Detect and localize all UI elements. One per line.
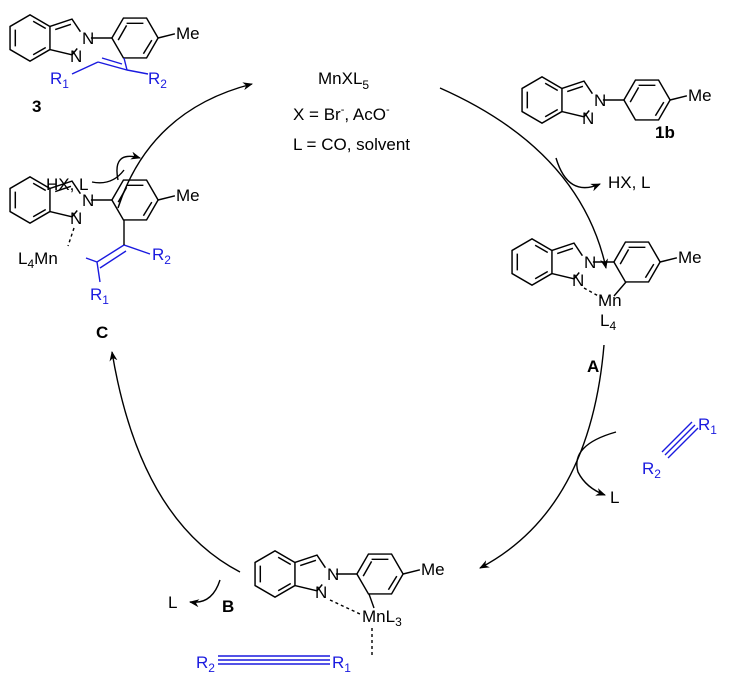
intermediate-A: N N Me Mn L4 A	[511, 238, 702, 376]
ligand-l4: L4	[600, 311, 616, 333]
l4mn-label: L4Mn	[18, 249, 58, 271]
atom-n1: N	[70, 47, 82, 66]
byproduct-hx-l-left: HX, L	[46, 175, 89, 194]
intermediate-B: N N Me MnL3 R2 R1 B	[196, 550, 445, 675]
l-definition: L = CO, solvent	[293, 135, 410, 154]
label-A: A	[587, 357, 599, 376]
catalyst-formula: MnXL5	[318, 69, 369, 92]
methyl-label: Me	[176, 186, 200, 205]
alkene-bonds	[71, 57, 149, 75]
label-3: 3	[32, 97, 41, 116]
x-definition: X = Br-, AcO-	[293, 104, 390, 124]
catalyst-info: MnXL5 X = Br-, AcO- L = CO, solvent	[293, 69, 410, 154]
r2-label: R2	[196, 653, 215, 675]
label-C: C	[96, 323, 108, 342]
atom-n1: N	[572, 271, 584, 290]
atom-n2: N	[594, 91, 606, 110]
byproduct-l-bottom: L	[168, 593, 177, 612]
arrow-catalyst-to-A	[439, 87, 608, 269]
r2-label: R2	[642, 459, 661, 481]
methyl-label: Me	[421, 560, 445, 579]
atom-n2: N	[82, 29, 94, 48]
arrow-release-3	[116, 151, 141, 181]
alkyne-reagent: R1 R2	[642, 415, 717, 481]
mnl3-label: MnL3	[362, 607, 402, 629]
arrow-alkyne-in	[576, 431, 617, 496]
atom-n1: N	[582, 109, 594, 128]
compound-1b: N N Me 1b	[521, 76, 712, 142]
r1-label: R1	[698, 415, 717, 437]
r2-label: R2	[148, 69, 167, 91]
label-B: B	[222, 597, 234, 616]
arrow-B-to-C	[109, 351, 241, 573]
atom-n2: N	[327, 565, 339, 584]
atom-n2: N	[82, 191, 94, 210]
atom-n1: N	[315, 583, 327, 602]
atom-n1: N	[70, 209, 82, 228]
methyl-label: Me	[176, 24, 200, 43]
atom-n2: N	[584, 253, 596, 272]
byproduct-hx-l-right: HX, L	[608, 173, 651, 192]
label-1b: 1b	[655, 123, 675, 142]
r1-label: R1	[50, 69, 69, 91]
byproduct-l-alkyne: L	[610, 488, 619, 507]
manganese-label: Mn	[598, 291, 622, 310]
methyl-label: Me	[688, 86, 712, 105]
intermediate-C: N N Me L4Mn R2 R1 C	[9, 176, 200, 342]
arrow-1b-in	[555, 157, 601, 192]
r2-label: R2	[152, 245, 171, 267]
r1-label: R1	[332, 653, 351, 675]
methyl-label: Me	[678, 248, 702, 267]
r1-label: R1	[90, 285, 109, 307]
arrow-A-to-B	[479, 344, 605, 569]
compound-3: N N Me R1 R2 3	[9, 14, 200, 116]
arrow-l-out	[189, 579, 221, 608]
arrow-c-to-catalyst	[117, 82, 253, 209]
